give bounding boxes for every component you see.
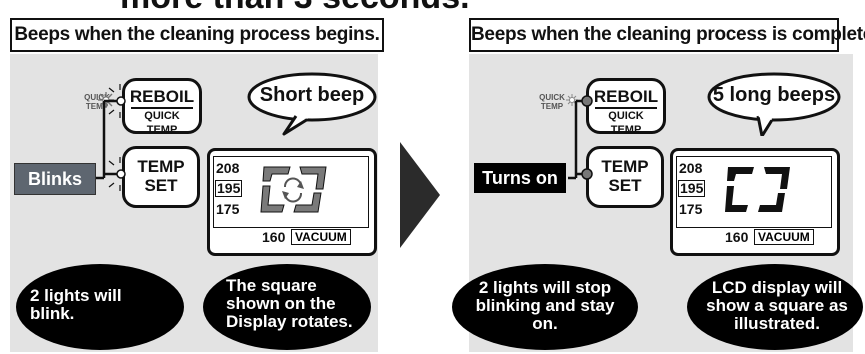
right-temp-set-button[interactable]: TEMP SET [586, 146, 664, 208]
turns-on-tag: Turns on [474, 163, 566, 193]
right-bubble-text: 5 long beeps [712, 84, 836, 106]
left-lcd-175: 175 [216, 201, 240, 217]
right-square-icon [725, 167, 790, 212]
left-temp-label: TEMP [137, 157, 185, 176]
right-lcd-display [670, 148, 840, 256]
page-heading: more than 3 seconds. [120, 0, 470, 17]
left-rotating-square-icon [260, 166, 327, 213]
right-speech-bubble [707, 72, 841, 136]
right-quicktemp-label: QUICK TEMP [595, 107, 657, 137]
left-quicktemp-label: QUICK TEMP [131, 107, 193, 137]
left-lcd-160: 160 [262, 229, 286, 245]
right-lcd-vacuum: VACUUM [754, 229, 814, 245]
right-oval-1 [452, 264, 638, 350]
left-oval-1 [16, 264, 184, 350]
left-lcd-screen [213, 156, 369, 228]
left-caption: Beeps when the cleaning process begins. [10, 18, 384, 52]
left-reboil-label: REBOIL [129, 87, 195, 106]
right-set-label: SET [608, 176, 642, 195]
right-oval-2 [687, 264, 863, 350]
left-speech-bubble [247, 72, 377, 136]
left-bubble-text: Short beep [259, 84, 365, 106]
right-lcd-195: 195 [678, 180, 706, 197]
right-lcd-175: 175 [679, 201, 703, 217]
blinks-tag: Blinks [14, 163, 96, 195]
right-reboil-label: REBOIL [593, 87, 659, 106]
left-connector-lines [96, 84, 126, 191]
left-set-label: SET [144, 176, 178, 195]
left-lcd-vacuum: VACUUM [291, 229, 351, 245]
right-caption: Beeps when the cleaning process is compl… [469, 18, 865, 52]
right-lcd-screen [676, 156, 832, 228]
left-oval-2 [203, 264, 371, 350]
left-temp-set-button[interactable]: TEMP SET [122, 146, 200, 208]
right-lcd-208: 208 [679, 160, 703, 176]
next-step-arrow-icon [400, 142, 440, 248]
right-connector-lines [568, 95, 593, 180]
right-temp-label: TEMP [601, 157, 649, 176]
right-lcd-160: 160 [725, 229, 749, 245]
left-reboil-button[interactable]: REBOIL QUICK TEMP [122, 78, 202, 137]
left-lcd-208: 208 [216, 160, 240, 176]
left-lcd-195: 195 [215, 180, 243, 197]
